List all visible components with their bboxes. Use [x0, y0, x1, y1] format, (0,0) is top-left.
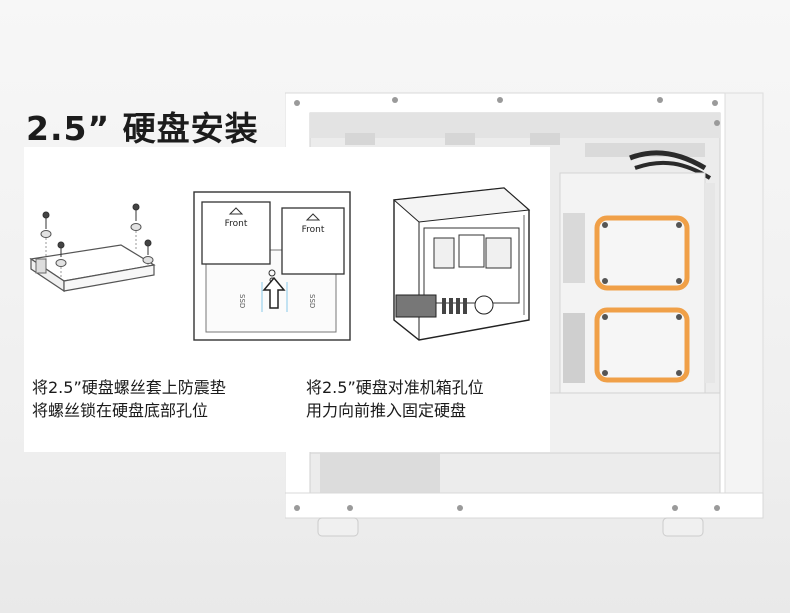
- step-1-caption-line-1: 将2.5”硬盘螺丝套上防震垫: [32, 378, 226, 397]
- step-1-caption-line-2: 将螺丝锁在硬盘底部孔位: [32, 401, 209, 420]
- tray-label-1: Front: [225, 219, 248, 229]
- bay-label-1: SSD: [238, 294, 246, 308]
- tray-label-2: Front: [302, 225, 325, 235]
- bay-label-2: SSD: [308, 294, 316, 308]
- instruction-card: Front Front SSD SSD: [24, 147, 550, 452]
- step-2-caption-line-1: 将2.5”硬盘对准机箱孔位: [306, 378, 484, 397]
- step-2-caption: 将2.5”硬盘对准机箱孔位 用力向前推入固定硬盘: [306, 376, 484, 422]
- drive-tray-diagram: Front Front SSD SSD: [192, 190, 352, 342]
- case-diagram: [374, 180, 544, 350]
- drive-screws-diagram: [26, 197, 166, 307]
- step-1-caption: 将2.5”硬盘螺丝套上防震垫 将螺丝锁在硬盘底部孔位: [32, 376, 226, 422]
- page-title: 2.5” 硬盘安装: [26, 109, 259, 148]
- step-2-caption-line-2: 用力向前推入固定硬盘: [306, 401, 467, 420]
